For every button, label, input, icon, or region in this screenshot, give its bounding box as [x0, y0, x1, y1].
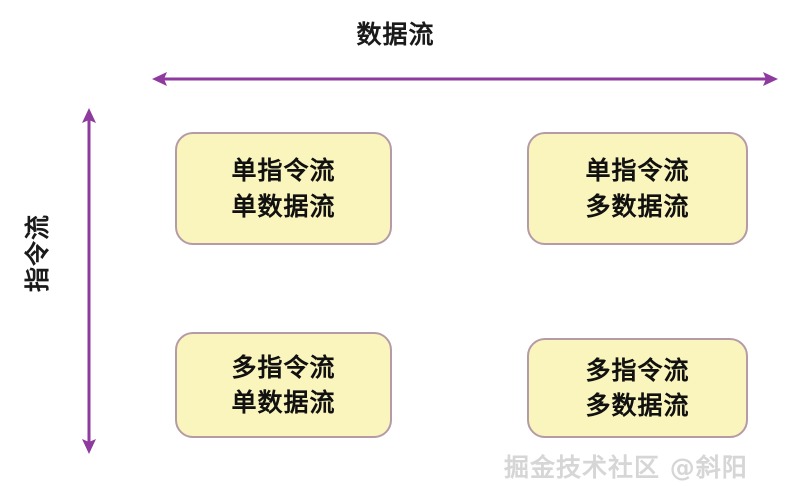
quadrant-box-simd[interactable]: 单指令流 多数据流 [527, 132, 748, 245]
watermark-text: 掘金技术社区 @斜阳 [504, 453, 748, 482]
quadrant-mimd-line2: 多数据流 [585, 391, 690, 420]
horizontal-axis-title: 数据流 [356, 20, 435, 49]
quadrant-sisd-line1: 单指令流 [231, 156, 336, 185]
quadrant-simd-line2: 多数据流 [585, 191, 690, 221]
vertical-arrow-icon [82, 108, 96, 454]
quadrant-misd-line1: 多指令流 [231, 352, 336, 382]
horizontal-axis-arrow [150, 66, 780, 92]
quadrant-mimd-line1: 多指令流 [585, 355, 690, 385]
quadrant-sisd-line2: 单数据流 [231, 191, 336, 221]
quadrant-box-misd[interactable]: 多指令流 单数据流 [175, 332, 392, 438]
quadrant-box-mimd[interactable]: 多指令流 多数据流 [527, 338, 748, 438]
horizontal-arrow-icon [152, 72, 778, 86]
vertical-axis-arrow [76, 106, 102, 456]
vertical-axis-title: 指令流 [23, 214, 52, 293]
quadrant-misd-line2: 单数据流 [231, 388, 336, 417]
quadrant-simd-line1: 单指令流 [585, 156, 690, 185]
quadrant-box-sisd[interactable]: 单指令流 单数据流 [175, 132, 392, 245]
